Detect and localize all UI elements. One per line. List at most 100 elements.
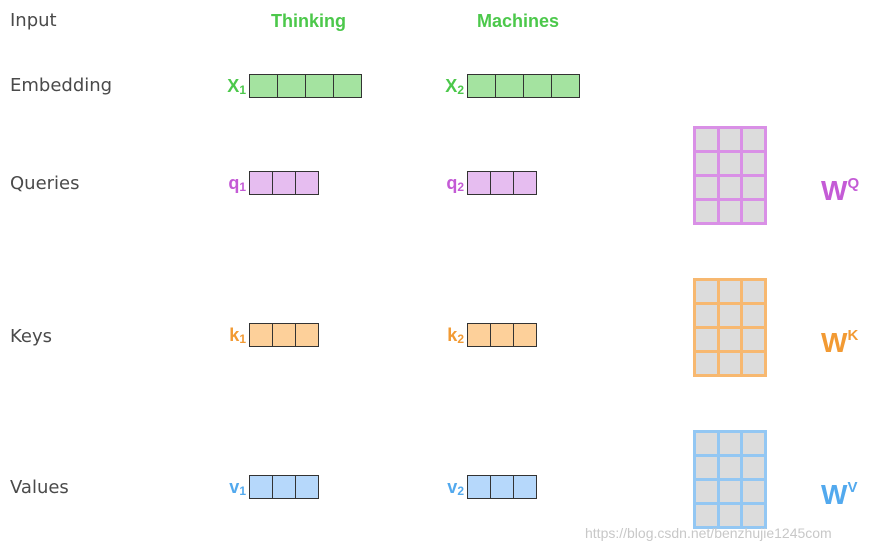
- weight-matrix-cell: [719, 329, 741, 350]
- vector-cell: [295, 475, 319, 499]
- vector-cell: [467, 74, 496, 98]
- weight-matrix-cell: [696, 353, 717, 374]
- row-label-input: Input: [10, 10, 57, 31]
- weight-matrix-cell: [743, 457, 764, 478]
- vector-subscript: 2: [457, 83, 464, 97]
- vector-cell: [249, 323, 273, 347]
- word-machines: Machines: [477, 11, 560, 31]
- weight-matrix-cell: [743, 481, 764, 502]
- vector-label-embedding-2: X2: [445, 75, 464, 101]
- weight-matrix-cell: [696, 281, 717, 302]
- vector-letter: k: [447, 325, 458, 345]
- vector-subscript: 2: [457, 484, 464, 498]
- vector-values-1: [249, 475, 319, 499]
- weight-matrix-cell: [696, 457, 717, 478]
- weight-label-q: WQ: [821, 169, 859, 206]
- vector-cell: [277, 74, 306, 98]
- vector-subscript: 1: [239, 180, 246, 194]
- weight-matrix-cell: [719, 481, 741, 502]
- weight-letter: W: [821, 327, 848, 358]
- vector-cell: [513, 475, 537, 499]
- vector-subscript: 1: [239, 83, 246, 97]
- vector-cell: [523, 74, 552, 98]
- row-label-keys: Keys: [10, 326, 53, 347]
- weight-matrix-q: [693, 126, 767, 225]
- vector-keys-2: [467, 323, 537, 347]
- weight-matrix-cell: [696, 177, 717, 198]
- row-label-embedding: Embedding: [10, 75, 113, 96]
- weight-matrix-cell: [743, 177, 764, 198]
- vector-cell: [295, 323, 319, 347]
- weight-label-v: WV: [821, 473, 857, 510]
- weight-matrix-cell: [719, 177, 741, 198]
- weight-matrix-cell: [743, 505, 764, 526]
- vector-label-queries-1: q1: [228, 172, 246, 198]
- vector-cell: [490, 171, 514, 195]
- vector-cell: [249, 74, 278, 98]
- weight-matrix-cell: [719, 305, 741, 326]
- row-label-values: Values: [10, 477, 69, 498]
- weight-matrix-cell: [743, 201, 764, 222]
- weight-matrix-cell: [743, 153, 764, 174]
- vector-label-keys-2: k2: [447, 324, 464, 350]
- weight-matrix-cell: [743, 305, 764, 326]
- weight-matrix-cell: [743, 353, 764, 374]
- vector-label-values-2: v2: [447, 476, 464, 502]
- vector-cell: [305, 74, 334, 98]
- vector-embedding-2: [467, 74, 580, 98]
- vector-cell: [551, 74, 580, 98]
- vector-cell: [272, 475, 296, 499]
- weight-superscript: K: [847, 327, 859, 344]
- watermark: https://blog.csdn.net/benzhujie1245com: [585, 525, 832, 541]
- vector-cell: [272, 171, 296, 195]
- vector-subscript: 1: [239, 332, 246, 346]
- weight-matrix-cell: [719, 153, 741, 174]
- word-thinking: Thinking: [271, 11, 346, 31]
- vector-label-embedding-1: X1: [227, 75, 246, 101]
- weight-letter: W: [821, 175, 848, 206]
- vector-keys-1: [249, 323, 319, 347]
- vector-cell: [513, 171, 537, 195]
- vector-label-values-1: v1: [229, 476, 246, 502]
- vector-cell: [467, 323, 491, 347]
- vector-cell: [333, 74, 362, 98]
- vector-cell: [272, 323, 296, 347]
- vector-cell: [249, 475, 273, 499]
- weight-letter: W: [821, 479, 848, 510]
- vector-letter: X: [227, 76, 240, 96]
- weight-label-k: WK: [821, 321, 858, 358]
- weight-matrix-cell: [696, 305, 717, 326]
- weight-matrix-cell: [719, 457, 741, 478]
- vector-queries-2: [467, 171, 537, 195]
- vector-values-2: [467, 475, 537, 499]
- vector-label-queries-2: q2: [446, 172, 464, 198]
- vector-embedding-1: [249, 74, 362, 98]
- vector-subscript: 1: [239, 484, 246, 498]
- weight-matrix-cell: [696, 129, 717, 150]
- weight-matrix-v: [693, 430, 767, 529]
- vector-cell: [467, 475, 491, 499]
- vector-letter: q: [228, 173, 240, 193]
- weight-matrix-cell: [719, 505, 741, 526]
- weight-superscript: V: [847, 479, 858, 496]
- weight-matrix-cell: [696, 153, 717, 174]
- weight-matrix-cell: [743, 433, 764, 454]
- vector-letter: q: [446, 173, 458, 193]
- vector-cell: [467, 171, 491, 195]
- vector-cell: [295, 171, 319, 195]
- weight-matrix-cell: [719, 281, 741, 302]
- weight-matrix-cell: [719, 201, 741, 222]
- weight-matrix-cell: [743, 281, 764, 302]
- vector-cell: [513, 323, 537, 347]
- weight-matrix-cell: [696, 481, 717, 502]
- vector-label-keys-1: k1: [229, 324, 246, 350]
- weight-matrix-k: [693, 278, 767, 377]
- weight-matrix-cell: [719, 353, 741, 374]
- weight-matrix-cell: [743, 329, 764, 350]
- vector-cell: [249, 171, 273, 195]
- vector-queries-1: [249, 171, 319, 195]
- weight-matrix-cell: [719, 433, 741, 454]
- row-label-queries: Queries: [10, 173, 80, 194]
- vector-cell: [490, 475, 514, 499]
- vector-letter: k: [229, 325, 240, 345]
